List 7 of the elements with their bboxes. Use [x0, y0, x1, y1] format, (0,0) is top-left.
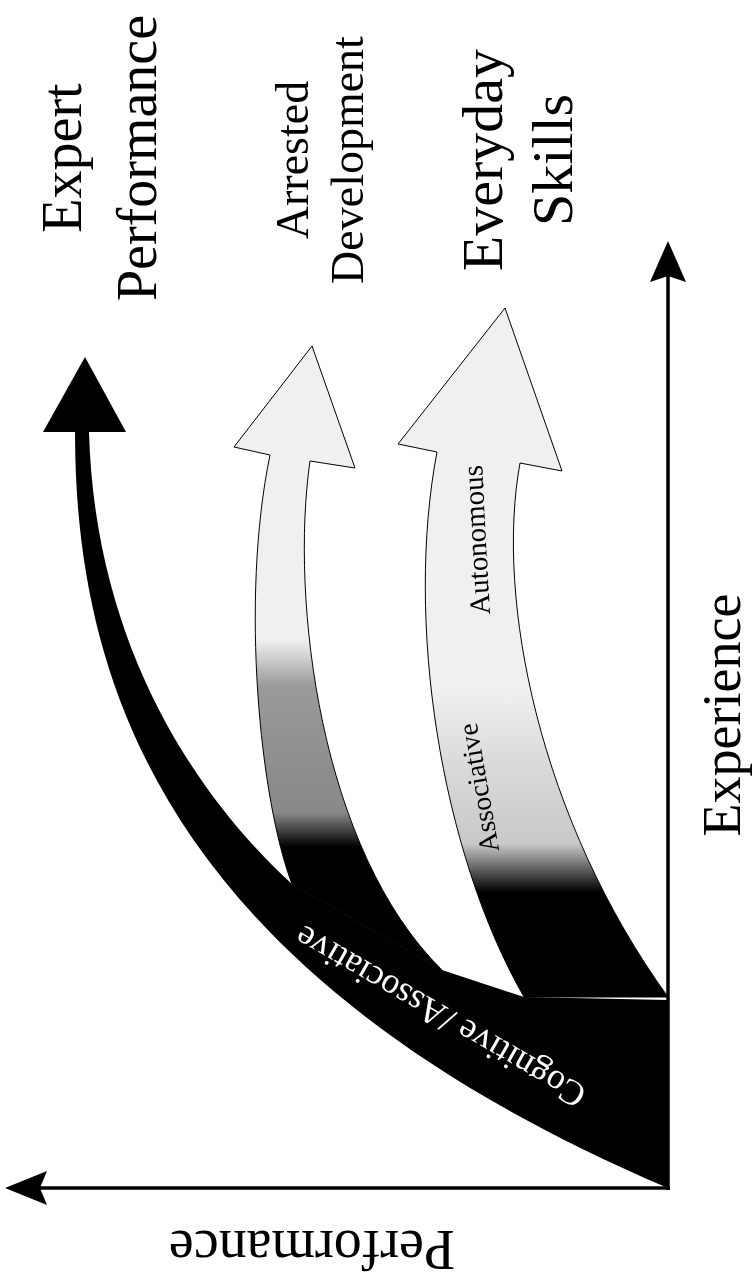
outcome-label: Expert Performance [30, 13, 169, 304]
outcome-label: Everyday Skills [449, 47, 586, 274]
phase-label: Autonomous [455, 463, 497, 618]
axis-label: Experience [692, 592, 752, 839]
phase-label: Associative [450, 720, 507, 858]
axis-label: Performance [167, 1220, 457, 1280]
outcome-label: Arrested Development [266, 35, 374, 286]
